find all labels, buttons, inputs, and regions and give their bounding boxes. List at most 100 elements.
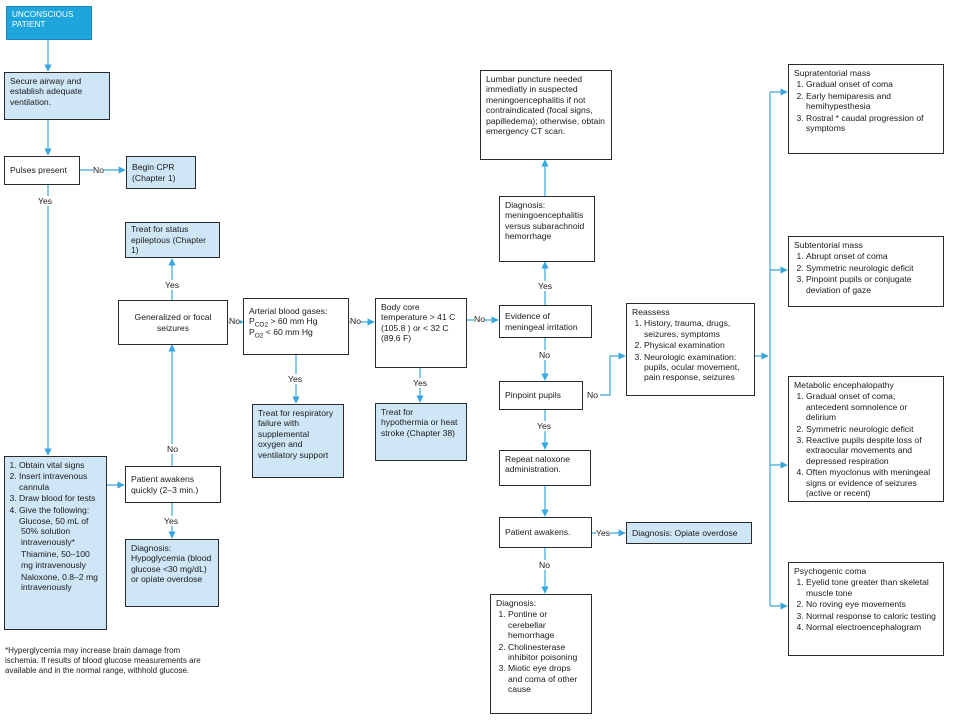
resp-failure-node: Treat for respiratory failure with suppl… — [252, 404, 344, 478]
label-no-patient-awakens: No — [539, 560, 550, 570]
psychogenic-item: No roving eye movements — [806, 599, 938, 609]
dx-meningo-label: Diagnosis: meningoencephalitis versus su… — [505, 200, 585, 242]
abg-po2: PO2 < 60 mm Hg — [249, 326, 313, 340]
supratentorial-item: Gradual onset of coma — [806, 79, 938, 89]
initial-steps-list: Obtain vital signs Insert intravenous ca… — [8, 460, 103, 515]
label-no-abg: No — [350, 316, 361, 326]
initial-step: Give the following: — [19, 505, 103, 515]
metabolic-item: Reactive pupils despite loss of extraocu… — [806, 435, 938, 466]
reassess-title: Reassess — [632, 307, 670, 317]
subtentorial-item: Abrupt onset of coma — [806, 251, 938, 261]
hypothermia-node: Treat for hypothermia or heat stroke (Ch… — [375, 403, 467, 461]
opiate-overdose-label: Diagnosis: Opiate overdose — [632, 527, 738, 538]
initial-step: Obtain vital signs — [19, 460, 103, 470]
psychogenic-list: Eyelid tone greater than skeletal muscle… — [794, 577, 938, 632]
cpr-label: Begin CPR (Chapter 1) — [132, 162, 176, 183]
psychogenic-title: Psychogenic coma — [794, 566, 867, 576]
subtentorial-list: Abrupt onset of coma Symmetric neurologi… — [794, 251, 938, 295]
pulses-label: Pulses present — [10, 165, 67, 176]
reassess-node: Reassess History, trauma, drugs, seizure… — [626, 303, 755, 396]
label-yes-patient-awakens: Yes — [596, 528, 611, 538]
dx-final-node: Diagnosis: Pontine or cerebellar hemorrh… — [490, 594, 592, 714]
dx-meningo-node: Diagnosis: meningoencephalitis versus su… — [499, 196, 595, 262]
label-yes-pulses: Yes — [38, 196, 53, 206]
awakens-quickly-node: Patient awakens quickly (2–3 min.) — [125, 466, 221, 503]
metabolic-title: Metabolic encephalopathy — [794, 380, 894, 390]
seizures-node: Generalized or focal seizures — [118, 300, 228, 345]
reassess-list: History, trauma, drugs, seizures, sympto… — [632, 318, 749, 382]
hypoglycemia-label: Diagnosis: Hypoglycemia (blood glucose <… — [131, 543, 212, 585]
metabolic-list: Gradual onset of coma; antecedent somnol… — [794, 391, 938, 498]
patient-awakens-node: Patient awakens. — [499, 517, 592, 548]
pinpoint-node: Pinpoint pupils — [499, 381, 583, 410]
hypothermia-label: Treat for hypothermia or heat stroke (Ch… — [381, 407, 458, 438]
resp-failure-label: Treat for respiratory failure with suppl… — [258, 408, 334, 460]
supratentorial-node: Supratentorial mass Gradual onset of com… — [788, 64, 944, 154]
start-label: UNCONSCIOUS PATIENT — [12, 10, 74, 29]
subtentorial-title: Subtentorial mass — [794, 240, 863, 250]
psychogenic-item: Eyelid tone greater than skeletal muscle… — [806, 577, 938, 598]
abg-pco2: PCO2 > 60 mm Hg — [249, 316, 318, 330]
initial-med: Naloxone, 0.8–2 mg intravenously — [21, 572, 98, 593]
metabolic-item: Often myoclonus with meningeal signs or … — [806, 467, 938, 498]
label-no-awakens: No — [167, 444, 178, 454]
meningeal-label: Evidence of meningeal irritation — [505, 311, 578, 332]
status-label: Treat for status epileptous (Chapter 1) — [131, 224, 207, 256]
reassess-item: History, trauma, drugs, seizures, sympto… — [644, 318, 749, 339]
psychogenic-node: Psychogenic coma Eyelid tone greater tha… — [788, 562, 944, 656]
naloxone-repeat-node: Repeat naloxone administration. — [499, 450, 591, 486]
initial-steps-node: Obtain vital signs Insert intravenous ca… — [4, 456, 107, 630]
label-no-seizures: No — [229, 316, 240, 326]
dx-final-item: Miotic eye drops and coma of other cause — [508, 663, 586, 694]
metabolic-node: Metabolic encephalopathy Gradual onset o… — [788, 376, 944, 502]
pinpoint-label: Pinpoint pupils — [505, 390, 561, 401]
initial-step: Draw blood for tests — [19, 493, 103, 503]
label-yes-awakens: Yes — [164, 516, 179, 526]
footnote: *Hyperglycemia may increase brain damage… — [5, 646, 201, 675]
abg-title: Arterial blood gases: — [249, 306, 328, 316]
initial-med: Glucose, 50 mL of 50% solution intraveno… — [19, 516, 89, 547]
edge-pinpoint-reassess — [600, 352, 626, 396]
reassess-item: Physical examination — [644, 340, 749, 350]
psychogenic-item: Normal response to caloric testing — [806, 611, 938, 621]
dx-final-item: Cholinesterase inhibitor poisoning — [508, 642, 586, 663]
patient-awakens-label: Patient awakens. — [505, 527, 571, 538]
meningeal-node: Evidence of meningeal irritation — [499, 305, 592, 338]
reassess-item: Neurologic examination: pupils, ocular m… — [644, 352, 749, 383]
lumbar-node: Lumbar puncture needed immediatly in sus… — [480, 70, 612, 160]
label-yes-pinpoint: Yes — [537, 421, 552, 431]
dx-final-title: Diagnosis: — [496, 598, 537, 608]
core-temp-label: Body core temperature > 41 C (105.8 ) or… — [381, 302, 456, 344]
opiate-overdose-node: Diagnosis: Opiate overdose — [626, 522, 752, 544]
dx-final-item: Pontine or cerebellar hemorrhage — [508, 609, 586, 640]
label-yes-core: Yes — [413, 378, 428, 388]
supratentorial-item: Early hemiparesis and hemihypesthesia — [806, 91, 938, 112]
psychogenic-item: Normal electroencephalogram — [806, 622, 938, 632]
cpr-node: Begin CPR (Chapter 1) — [126, 156, 196, 189]
abg-node: Arterial blood gases: PCO2 > 60 mm Hg PO… — [243, 298, 349, 355]
pulses-node: Pulses present — [4, 156, 80, 185]
label-no-pinpoint: No — [587, 390, 598, 400]
subtentorial-node: Subtentorial mass Abrupt onset of coma S… — [788, 236, 944, 307]
naloxone-repeat-label: Repeat naloxone administration. — [505, 454, 570, 475]
label-yes-meningeal: Yes — [538, 281, 553, 291]
dx-final-list: Pontine or cerebellar hemorrhage Choline… — [496, 609, 586, 694]
metabolic-item: Gradual onset of coma; antecedent somnol… — [806, 391, 938, 422]
subtentorial-item: Pinpoint pupils or conjugate deviation o… — [806, 274, 938, 295]
core-temp-node: Body core temperature > 41 C (105.8 ) or… — [375, 298, 467, 368]
status-epilepticus-node: Treat for status epileptous (Chapter 1) — [125, 222, 220, 258]
start-node: UNCONSCIOUS PATIENT — [6, 6, 92, 40]
label-yes-seizures: Yes — [165, 280, 180, 290]
label-no-pulses: No — [93, 165, 104, 175]
lumbar-label: Lumbar puncture needed immediatly in sus… — [486, 74, 605, 137]
subtentorial-item: Symmetric neurologic deficit — [806, 263, 938, 273]
label-no-meningeal: No — [539, 350, 550, 360]
seizures-label: Generalized or focal seizures — [134, 312, 212, 333]
initial-step: Insert intravenous cannula — [19, 471, 103, 492]
metabolic-item: Symmetric neurologic deficit — [806, 424, 938, 434]
label-no-core: No — [474, 314, 485, 324]
hypoglycemia-node: Diagnosis: Hypoglycemia (blood glucose <… — [125, 539, 219, 607]
supratentorial-list: Gradual onset of coma Early hemiparesis … — [794, 79, 938, 133]
awakens-quickly-label: Patient awakens quickly (2–3 min.) — [131, 474, 199, 495]
initial-med: Thiamine, 50–100 mg intravenously — [21, 549, 90, 570]
